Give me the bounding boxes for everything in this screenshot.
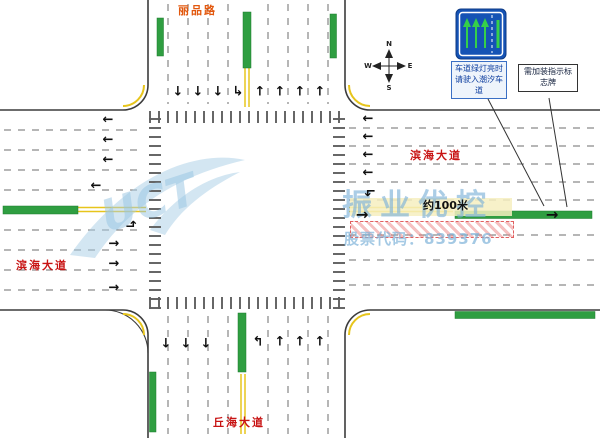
- lane-arrow: →: [545, 205, 559, 224]
- lane-arrow: ↓: [172, 84, 184, 100]
- road-label-east: 滨海大道: [410, 149, 462, 162]
- lane-arrow: ←: [362, 129, 374, 145]
- lane-arrow: ↓: [200, 336, 212, 352]
- lane-arrow: ←: [102, 132, 114, 148]
- lane-arrow: ←: [362, 147, 374, 163]
- lane-arrow: ↓: [192, 84, 204, 100]
- lane-arrow: ←: [102, 152, 114, 168]
- lane-arrow: ↰: [122, 218, 138, 230]
- road-label-north: 丽品路: [178, 4, 217, 17]
- crosswalk-south: [149, 297, 344, 309]
- watermark-brand: 振业优控: [342, 188, 494, 223]
- lane-arrow: →: [108, 280, 120, 296]
- watermark-swoosh: [70, 157, 245, 258]
- lane-arrow: ↓: [180, 336, 192, 352]
- crosswalk-west: [149, 111, 161, 309]
- compass-n-label: N: [386, 40, 392, 48]
- lane-arrow: →: [355, 205, 369, 224]
- lane-arrow: ↰: [252, 334, 264, 350]
- lane-arrow: →: [108, 236, 120, 252]
- compass-s-label: S: [386, 84, 392, 92]
- lane-arrow: ↓: [212, 84, 224, 100]
- crosswalk-north: [149, 111, 344, 123]
- lane-arrow: ↓: [160, 336, 172, 352]
- lane-arrow: ↑: [274, 84, 286, 100]
- road-label-south: 丘海大道: [213, 416, 265, 429]
- lane-arrow: ↑: [314, 334, 326, 350]
- tidal-lane-highlight: [350, 198, 512, 216]
- lane-dashes: [4, 4, 596, 434]
- lane-arrow: ←: [362, 165, 374, 181]
- lane-arrow: ←: [102, 112, 114, 128]
- lane-arrow: ←: [362, 111, 374, 127]
- compass-e-label: E: [407, 62, 413, 70]
- lane-arrow: ↳: [232, 84, 244, 100]
- road-label-west: 滨海大道: [16, 259, 68, 272]
- install-sign-note: 需加装指示标志牌: [518, 64, 578, 92]
- compass-w-label: W: [364, 62, 372, 70]
- green-medians: [2, 11, 596, 433]
- watermark-stock-code: 股票代码：839376: [344, 230, 493, 248]
- crosswalk-east: [333, 111, 345, 309]
- lane-arrow: ←: [90, 178, 102, 194]
- corner-yellow-arcs: [122, 84, 371, 336]
- lane-arrow: ↰: [363, 187, 379, 199]
- tidal-lane-hatched-area: [350, 221, 514, 238]
- compass-rose-icon: [372, 49, 406, 83]
- lane-arrow: →: [108, 256, 120, 272]
- lane-arrow: ↑: [294, 84, 306, 100]
- distance-label: 约100米: [423, 199, 468, 212]
- lane-arrow: ↑: [294, 334, 306, 350]
- tidal-lane-sign-icon: [455, 8, 507, 60]
- lane-arrow: ↑: [254, 84, 266, 100]
- sign-leader-lines: [487, 97, 568, 208]
- lane-arrow: ↑: [314, 84, 326, 100]
- lane-arrow: ↑: [274, 334, 286, 350]
- tidal-sign-caption: 车道绿灯亮时请驶入潮汐车道: [451, 61, 507, 100]
